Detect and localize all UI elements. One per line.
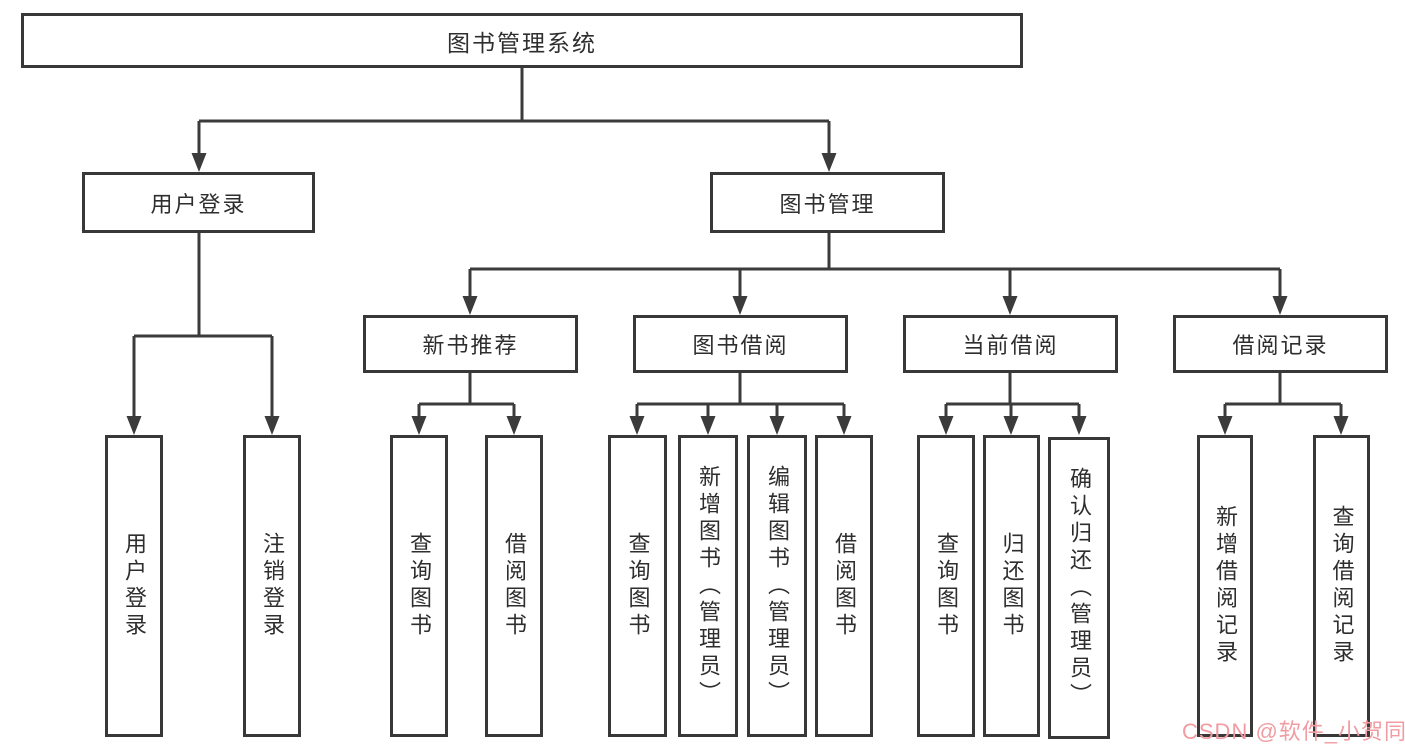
leaf-borrow-books: 借阅图书: [815, 435, 873, 737]
leaf-add-borrow-record: 新增借阅记录: [1197, 435, 1253, 737]
leaf-add-books-admin: 新增图书（管理员）: [678, 435, 738, 737]
leaf-logout: 注销登录: [243, 435, 301, 737]
leaf-return-books: 归还图书: [983, 435, 1040, 737]
node-new-book-recommend: 新书推荐: [363, 315, 578, 373]
node-user-login: 用户登录: [82, 172, 315, 233]
csdn-watermark: CSDN @软件_小贺同学: [1182, 719, 1405, 744]
node-current-borrowing: 当前借阅: [903, 315, 1118, 373]
node-library-management-system: 图书管理系统: [21, 13, 1023, 68]
node-book-borrowing: 图书借阅: [633, 315, 848, 373]
leaf-query-books-recommend: 查询图书: [390, 435, 448, 737]
leaf-query-books-current: 查询图书: [917, 435, 975, 737]
leaf-user-login: 用户登录: [105, 435, 163, 737]
node-book-management: 图书管理: [710, 172, 945, 233]
leaf-confirm-return-admin: 确认归还（管理员）: [1048, 437, 1110, 739]
leaf-borrow-books-recommend: 借阅图书: [485, 435, 543, 737]
leaf-query-borrow-record: 查询借阅记录: [1313, 435, 1370, 737]
node-borrowing-records: 借阅记录: [1173, 315, 1388, 373]
leaf-edit-books-admin: 编辑图书（管理员）: [747, 435, 807, 737]
leaf-query-books-borrowing: 查询图书: [608, 435, 667, 737]
